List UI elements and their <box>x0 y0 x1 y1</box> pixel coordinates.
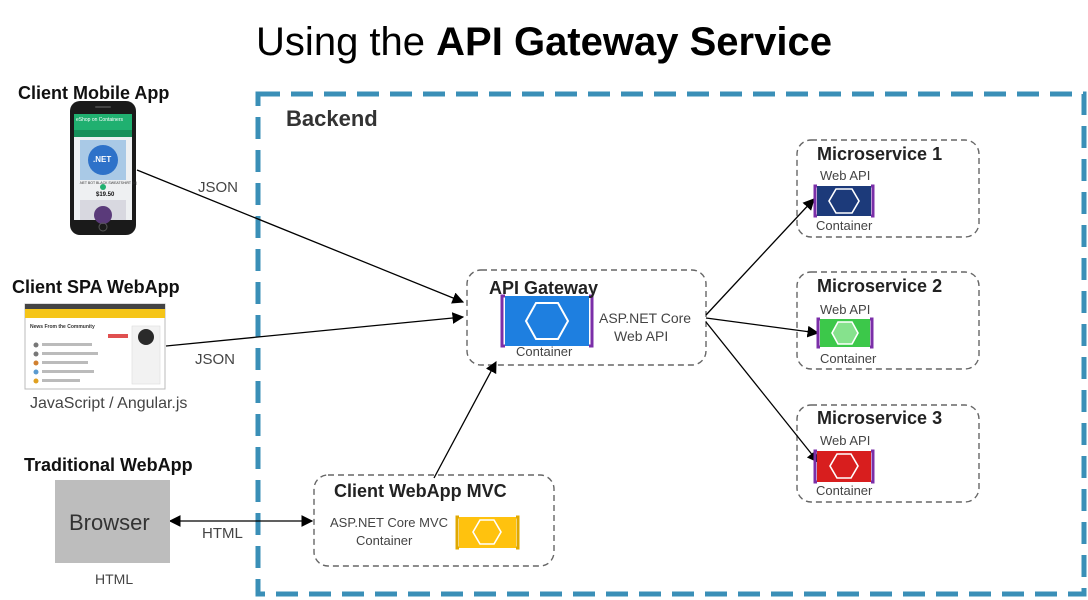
spa-screen-heading: News From the Community <box>30 324 95 330</box>
browser-label: Browser <box>69 510 150 535</box>
mobile-json-label: JSON <box>198 179 239 196</box>
gateway-to-ms3-arrow <box>705 321 819 463</box>
browser-sub-label: HTML <box>95 571 134 587</box>
backend-label: Backend <box>286 106 378 131</box>
microservice-2-title: Microservice 2 <box>817 276 943 296</box>
microservice-2-api-label: Web API <box>820 302 871 317</box>
spa-subtitle: JavaScript / Angular.js <box>30 395 188 412</box>
mvc-to-gateway-arrow <box>433 360 497 479</box>
microservice-1-box <box>796 139 980 238</box>
browser-box <box>55 480 170 563</box>
microservice-3-title: Microservice 3 <box>817 408 943 428</box>
gateway-to-ms2-arrow <box>705 317 820 338</box>
mvc-container-icon <box>455 515 520 550</box>
mvc-tech-line2: Container <box>356 533 413 548</box>
mvc-app-box <box>313 474 555 567</box>
microservice-3-container-label: Container <box>816 483 873 498</box>
api-gateway-container-label: Container <box>516 344 573 359</box>
api-gateway-tech-line1: ASP.NET Core <box>599 310 692 326</box>
mobile-product-price: $19.50 <box>96 192 115 198</box>
page-title: Using the API Gateway Service <box>256 20 832 64</box>
microservice-2-box <box>796 271 980 370</box>
microservice-1-container-label: Container <box>816 218 873 233</box>
mobile-product-name: .NET BOT BLACK SWEATSHIRT (M) <box>79 181 138 185</box>
mvc-tech-line1: ASP.NET Core MVC <box>330 515 449 530</box>
mobile-screen-header: eShop on Containers <box>76 117 123 123</box>
mobile-to-gateway-arrow <box>136 169 465 304</box>
spa-to-gateway-arrow <box>165 312 465 347</box>
html-edge-label: HTML <box>202 525 243 542</box>
spa-client-label: Client SPA WebApp <box>12 277 180 297</box>
mobile-client-label: Client Mobile App <box>18 83 170 103</box>
microservice-2-container-label: Container <box>820 351 877 366</box>
microservice-3-api-label: Web API <box>820 433 871 448</box>
microservice-3-box <box>796 404 980 503</box>
microservice-1-title: Microservice 1 <box>817 144 943 164</box>
mobile-phone-illustration <box>70 101 136 235</box>
api-gateway-tech-line2: Web API <box>614 328 669 344</box>
traditional-client-label: Traditional WebApp <box>24 455 193 475</box>
spa-screenshot-illustration <box>24 303 166 390</box>
gateway-container-icon <box>500 294 594 348</box>
microservice-3-container-icon <box>813 449 875 484</box>
gateway-to-ms1-arrow <box>705 198 815 316</box>
microservice-1-api-label: Web API <box>820 168 871 183</box>
backend-boundary <box>255 91 1087 597</box>
api-gateway-box <box>466 269 707 366</box>
mvc-app-title: Client WebApp MVC <box>334 481 507 501</box>
api-gateway-title: API Gateway <box>489 278 599 298</box>
microservice-1-container-icon <box>813 184 875 218</box>
mobile-screen-logo: .NET <box>93 155 112 164</box>
spa-json-label: JSON <box>195 351 236 368</box>
microservice-2-container-icon <box>816 317 874 349</box>
